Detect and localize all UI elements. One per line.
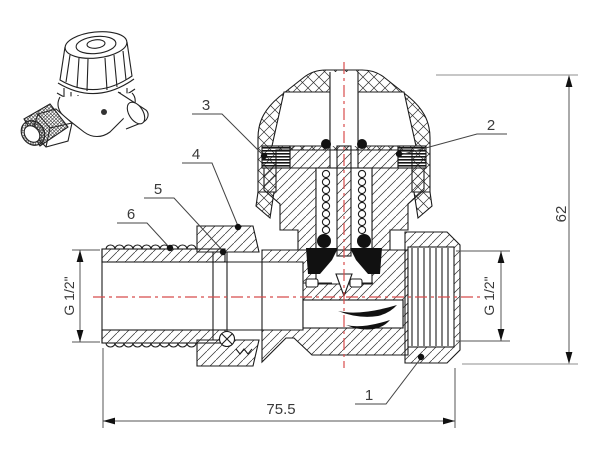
thumbnail-body — [20, 91, 149, 148]
leader-dot — [260, 152, 268, 160]
flow-arrow — [338, 305, 397, 317]
flow-arrow — [346, 320, 390, 330]
stem-and-spring — [303, 139, 382, 298]
arrowhead — [443, 417, 455, 425]
valve-body — [261, 249, 409, 364]
leader-dot — [219, 248, 227, 256]
dimension-thread-right: G 1/2" — [456, 250, 510, 342]
section-view — [101, 69, 461, 367]
dimension-length-value: 75.5 — [266, 401, 295, 418]
arrowhead — [76, 250, 84, 262]
dimension-height-value: 62 — [553, 206, 570, 223]
callout-2: 2 — [395, 117, 507, 158]
o-ring-seal — [317, 234, 331, 248]
male-thread-bottom — [105, 342, 197, 348]
arrowhead — [497, 251, 505, 263]
leader-dot — [395, 150, 403, 158]
leader-dot — [417, 353, 425, 361]
thread-size-right: G 1/2" — [481, 276, 497, 315]
callout-label-1: 1 — [365, 387, 373, 404]
callout-6: 6 — [117, 206, 174, 252]
seat-seal-left — [306, 248, 338, 274]
callout-4: 4 — [182, 146, 242, 231]
dimension-overall-height: 62 — [436, 74, 578, 365]
callout-label-2: 2 — [487, 117, 495, 134]
tailpiece-left — [101, 244, 303, 348]
dimension-overall-length: 75.5 — [102, 348, 456, 428]
male-thread-top — [105, 244, 197, 250]
arrowhead — [565, 352, 573, 364]
callout-3: 3 — [192, 97, 268, 160]
o-ring-seal — [357, 234, 371, 248]
o-ring-seal — [357, 139, 367, 149]
arrowhead — [103, 417, 115, 425]
callout-5: 5 — [144, 181, 227, 256]
arrowhead — [497, 329, 505, 341]
valve-cap — [255, 69, 433, 220]
dimension-thread-left: G 1/2" — [61, 249, 100, 343]
callout-label-3: 3 — [202, 97, 210, 114]
seat-seal-right — [350, 248, 382, 274]
thumbnail-knob — [56, 31, 136, 110]
callout-1: 1 — [355, 353, 425, 405]
arrowhead — [76, 330, 84, 342]
callout-label-6: 6 — [127, 206, 135, 223]
spring-coils — [321, 169, 367, 235]
callout-label-4: 4 — [192, 146, 200, 163]
o-ring-seal — [321, 139, 331, 149]
leader-dot — [166, 244, 174, 252]
thumbnail-3d-view — [20, 31, 149, 148]
union-nut — [196, 225, 260, 367]
arrowhead — [565, 75, 573, 87]
leader-dot — [234, 223, 242, 231]
callout-label-5: 5 — [154, 181, 162, 198]
thread-size-left: G 1/2" — [61, 276, 77, 315]
